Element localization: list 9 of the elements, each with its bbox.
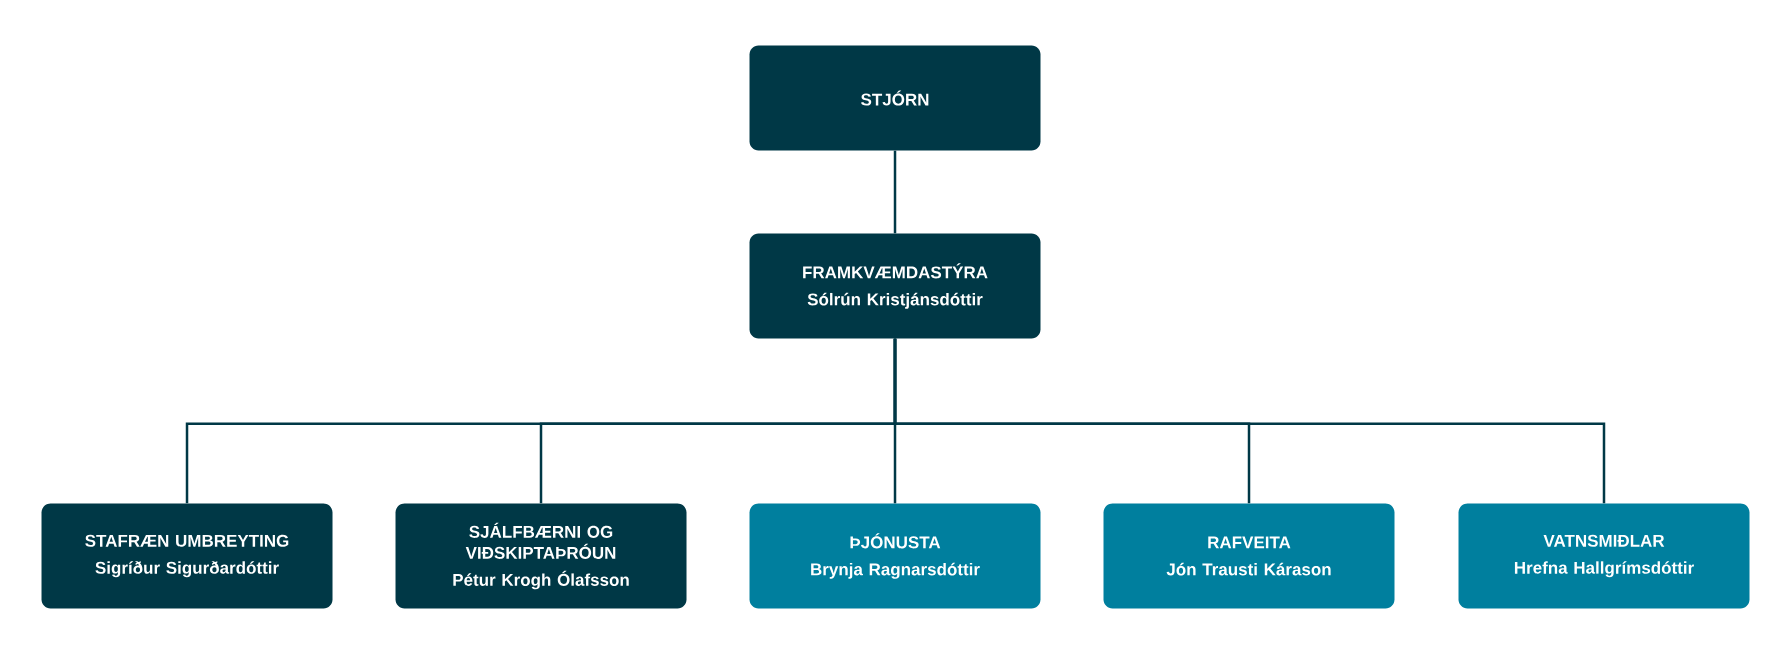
org-box: FRAMKVÆMDASTÝRA Sólrún Kristjánsdóttir — [749, 233, 1041, 339]
org-box: ÞJÓNUSTA Brynja Ragnarsdóttir — [749, 503, 1041, 609]
connector-line — [893, 150, 897, 234]
org-box: VATNSMIÐLAR Hrefna Hallgrímsdóttir — [1458, 503, 1750, 609]
org-box: RAFVEITA Jón Trausti Kárason — [1103, 503, 1395, 609]
org-box: STAFRÆN UMBREYTING Sigríður Sigurðardóttir — [41, 503, 333, 609]
connector-line — [893, 338, 1606, 504]
org-box: SJÁLFBÆRNI OG VIÐSKIPTAÞRÓUN Pétur Krogh Ólafsson — [395, 503, 687, 609]
org-box: STJÓRN — [749, 45, 1041, 151]
